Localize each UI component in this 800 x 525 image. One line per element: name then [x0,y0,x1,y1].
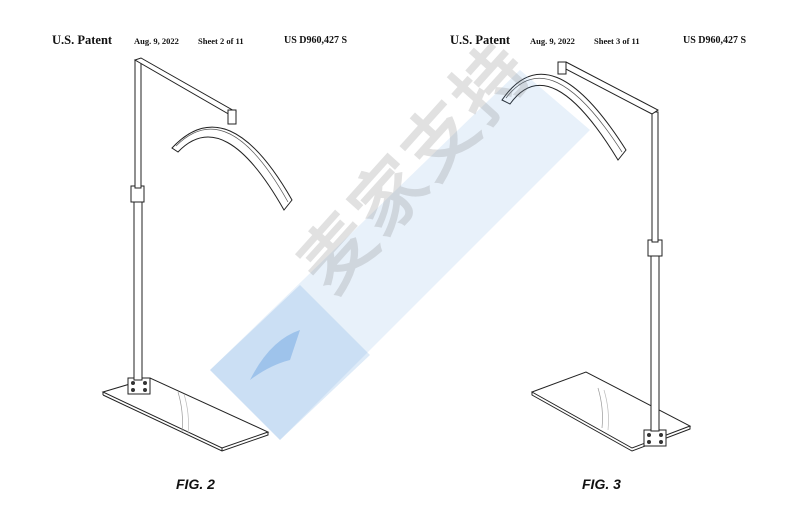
fig-3-drawing [501,61,692,452]
figure-label: FIG. 2 [176,476,215,492]
patent-sheet-3: U.S. Patent Aug. 9, 2022 Sheet 3 of 11 U… [400,0,800,520]
sheet-number: Sheet 3 of 11 [594,36,640,46]
sheet-number: Sheet 2 of 11 [198,36,244,46]
patent-date: Aug. 9, 2022 [530,36,575,46]
fig-2-drawing [101,57,293,452]
patent-sheet-2: U.S. Patent Aug. 9, 2022 Sheet 2 of 11 U… [0,0,400,520]
patent-label: U.S. Patent [52,33,113,47]
patent-label: U.S. Patent [450,33,511,47]
figure-label: FIG. 3 [582,476,621,492]
patent-number: US D960,427 S [683,35,747,46]
patent-date: Aug. 9, 2022 [134,36,179,46]
patent-number: US D960,427 S [284,35,348,46]
